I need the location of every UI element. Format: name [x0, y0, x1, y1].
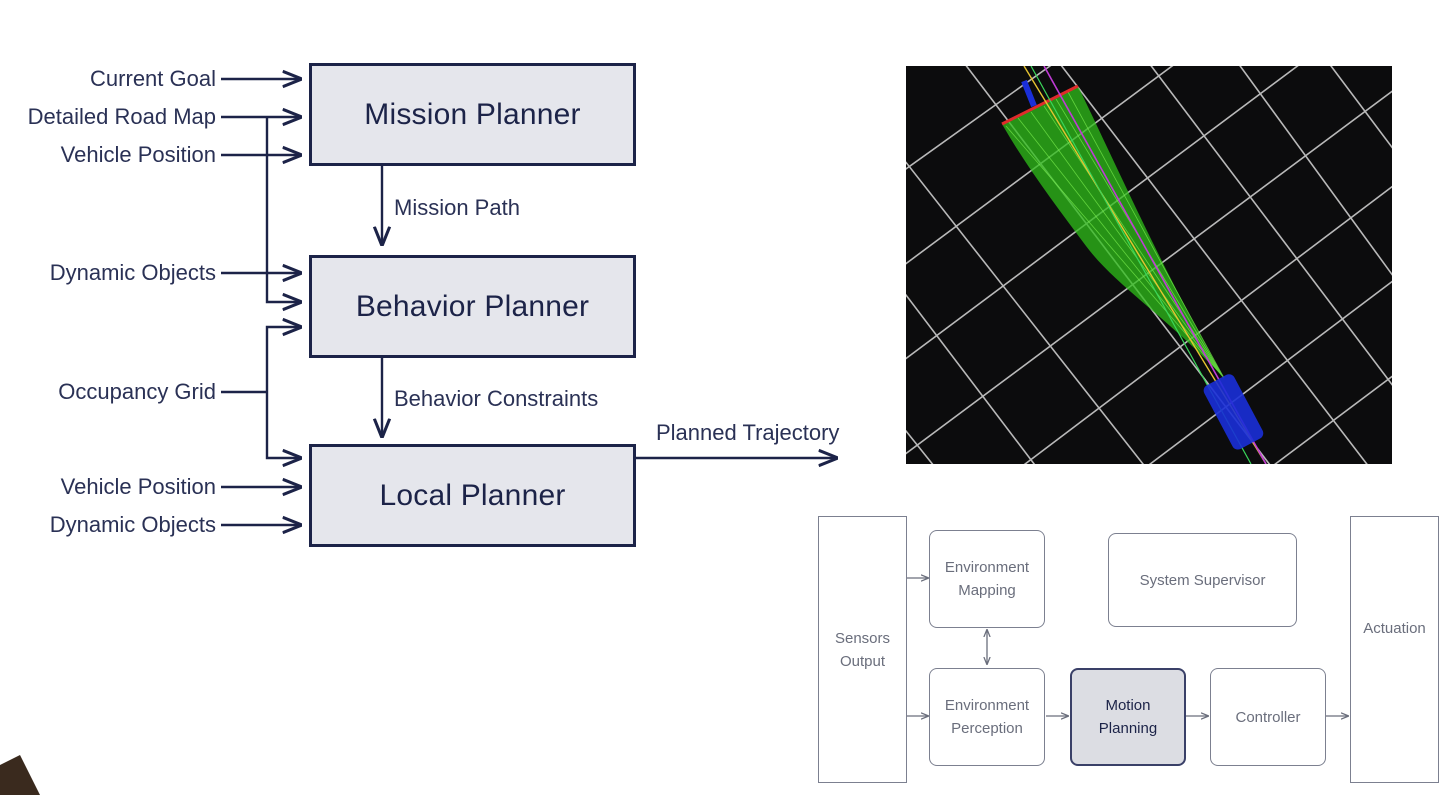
behavior-planner-label: Behavior Planner: [355, 289, 590, 323]
input-vehicle-position-2: Vehicle Position: [60, 474, 216, 499]
environment-mapping-box: Environment Mapping: [929, 530, 1045, 628]
environment-perception-label: Environment Perception: [944, 697, 1030, 737]
architecture-connectors: [906, 500, 1453, 795]
input-dynamic-objects-1: Dynamic Objects: [49, 260, 216, 285]
goal-marker: [1021, 79, 1037, 108]
sensors-output-label: Sensors Output: [834, 629, 891, 670]
local-planner-label: Local Planner: [379, 478, 566, 512]
motion-planning-box: Motion Planning: [1070, 668, 1186, 766]
corner-shape: [0, 755, 40, 795]
system-supervisor-box: System Supervisor: [1108, 533, 1297, 627]
environment-perception-box: Environment Perception: [929, 668, 1045, 766]
edge-mission-path: Mission Path: [394, 195, 520, 220]
actuation-label: Actuation: [1363, 620, 1426, 637]
planner-connectors: [221, 0, 900, 600]
controller-label: Controller: [1235, 708, 1301, 726]
input-vehicle-position-1: Vehicle Position: [60, 142, 216, 167]
behavior-planner-box: Behavior Planner: [309, 255, 636, 358]
path-fan: [1002, 86, 1224, 378]
edge-planned-trajectory: Planned Trajectory: [656, 420, 840, 445]
trajectory-visualization: [906, 66, 1392, 464]
trajectory-canvas: [906, 66, 1392, 464]
corner-decoration: [0, 755, 40, 795]
vehicle: [1203, 374, 1264, 450]
controller-box: Controller: [1210, 668, 1326, 766]
vehicle-body: [1203, 374, 1264, 450]
arrow-occupancy-to-local: [265, 392, 300, 458]
local-planner-box: Local Planner: [309, 444, 636, 547]
input-dynamic-objects-2: Dynamic Objects: [49, 512, 216, 537]
input-occupancy-grid: Occupancy Grid: [58, 379, 216, 404]
path-fan-rays: [1005, 91, 1225, 379]
edge-behavior-constraints: Behavior Constraints: [394, 386, 599, 411]
system-supervisor-label: System Supervisor: [1139, 571, 1266, 589]
arrow-occupancy-to-behavior: [265, 327, 300, 392]
input-current-goal: Current Goal: [90, 66, 216, 91]
arrow-road-map-to-behavior: [265, 117, 300, 302]
mission-planner-box: Mission Planner: [309, 63, 636, 166]
environment-mapping-label: Environment Mapping: [944, 559, 1030, 599]
mission-planner-label: Mission Planner: [364, 97, 581, 131]
actuation-box: Actuation: [1350, 516, 1439, 783]
input-detailed-road-map: Detailed Road Map: [27, 104, 216, 129]
goal-line: [1001, 84, 1079, 126]
motion-planning-label: Motion Planning: [1098, 697, 1158, 737]
sensors-output-box: Sensors Output: [818, 516, 907, 783]
